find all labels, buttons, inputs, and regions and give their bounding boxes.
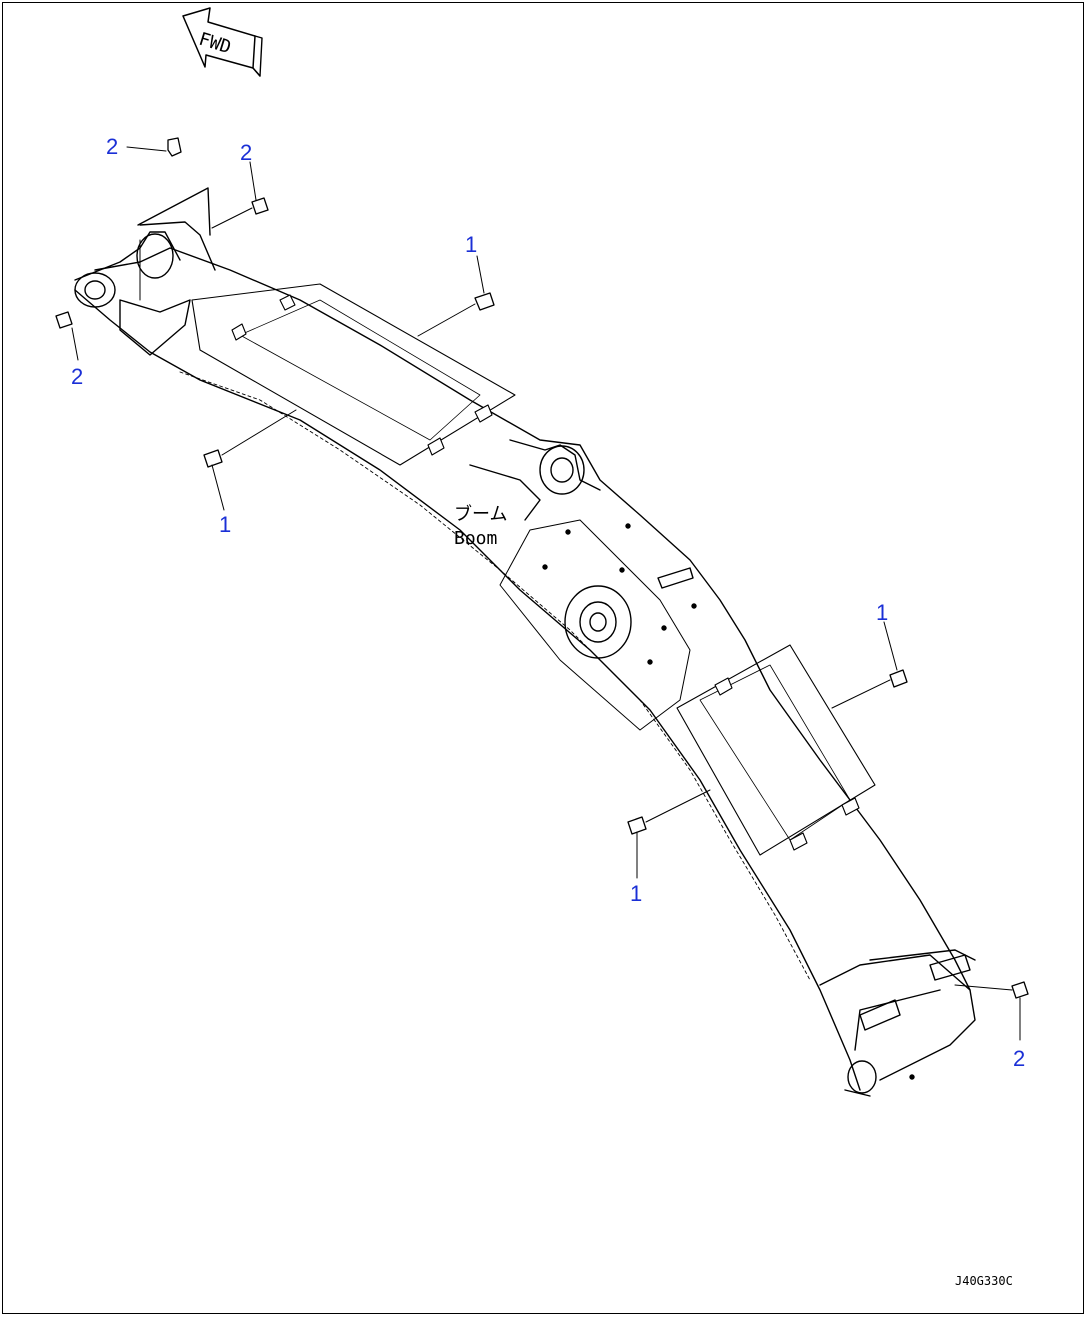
boom-label-jp: ブーム (454, 503, 507, 525)
leader-lines (71, 146, 1021, 1041)
label-plate-lower (676, 644, 876, 856)
callout-2-top: 2 (240, 140, 252, 165)
callout-1-upper: 1 (465, 232, 477, 257)
label-plate-upper (191, 283, 516, 466)
callout-1-left: 1 (219, 512, 231, 537)
callout-2-left: 2 (71, 364, 83, 389)
drawing-code: J40G330C (955, 1274, 1013, 1288)
boom-part-label: ブーム Boom (454, 503, 507, 549)
callout-2-top-left: 2 (106, 134, 118, 159)
fastener-parts (55, 137, 1029, 999)
callout-1-right: 1 (876, 600, 888, 625)
fwd-label: FWD (196, 29, 233, 59)
boom-body (74, 187, 976, 1097)
boom-label-en: Boom (454, 528, 497, 549)
forward-arrow-icon: FWD (182, 7, 263, 77)
callout-labels: 2 2 2 1 1 1 1 2 (71, 134, 1025, 1071)
callout-2-bottom-right: 2 (1013, 1046, 1025, 1071)
callout-1-lower: 1 (630, 881, 642, 906)
